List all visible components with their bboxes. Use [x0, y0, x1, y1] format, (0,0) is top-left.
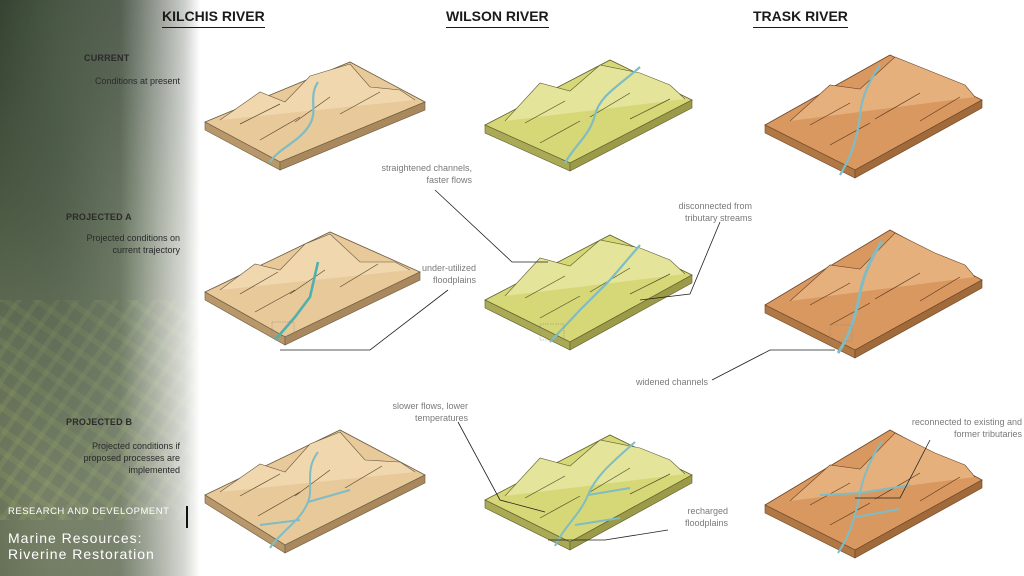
- annotation-reconnected-tributaries: reconnected to existing and former tribu…: [911, 417, 1022, 439]
- terrain-block-trask-current: [764, 54, 983, 179]
- sidebar-fade-overlay: [0, 0, 200, 576]
- column-head-wilson: WILSON RIVER: [446, 8, 549, 28]
- annotation-straightened-channels: straightened channels, faster flows: [381, 163, 472, 185]
- annotation-recharged-floodplains: recharged floodplains: [684, 506, 728, 528]
- annotation-slower-flows: slower flows, lower temperatures: [392, 401, 468, 423]
- terrain-block-kilchis-current: [204, 61, 426, 171]
- row-desc-projected-b: Projected conditions if proposed process…: [83, 441, 180, 475]
- terrain-block-trask-projected-b: [764, 429, 983, 559]
- row-desc-current: Conditions at present: [94, 76, 180, 86]
- terrain-block-wilson-projected-a: [484, 234, 693, 351]
- row-desc-projected-a: Projected conditions on current trajecto…: [86, 233, 180, 255]
- row-head-current: CURRENT: [84, 53, 130, 63]
- title-divider: [186, 506, 188, 528]
- column-head-trask: TRASK RIVER: [753, 8, 848, 28]
- annotation-underutilized-floodplains: under-utilized floodplains: [421, 263, 476, 285]
- page-title-line-2: Riverine Restoration: [8, 546, 155, 562]
- annotation-widened-channels: widened channels: [635, 377, 708, 387]
- terrain-block-trask-projected-a: [764, 229, 983, 359]
- section-label: RESEARCH AND DEVELOPMENT: [8, 506, 170, 517]
- row-head-projected-b: PROJECTED B: [66, 417, 133, 427]
- page-title: Marine Resources: Riverine Restoration: [8, 530, 198, 562]
- terrain-block-kilchis-projected-a: [204, 231, 421, 346]
- row-head-projected-a: PROJECTED A: [66, 212, 132, 222]
- terrain-block-wilson-projected-b: [484, 434, 693, 551]
- annotation-disconnected-tributaries: disconnected from tributary streams: [678, 201, 752, 223]
- terrain-block-wilson-current: [484, 59, 693, 172]
- page-title-line-1: Marine Resources:: [8, 530, 143, 546]
- column-head-kilchis: KILCHIS RIVER: [162, 8, 265, 28]
- terrain-block-kilchis-projected-b: [204, 429, 426, 554]
